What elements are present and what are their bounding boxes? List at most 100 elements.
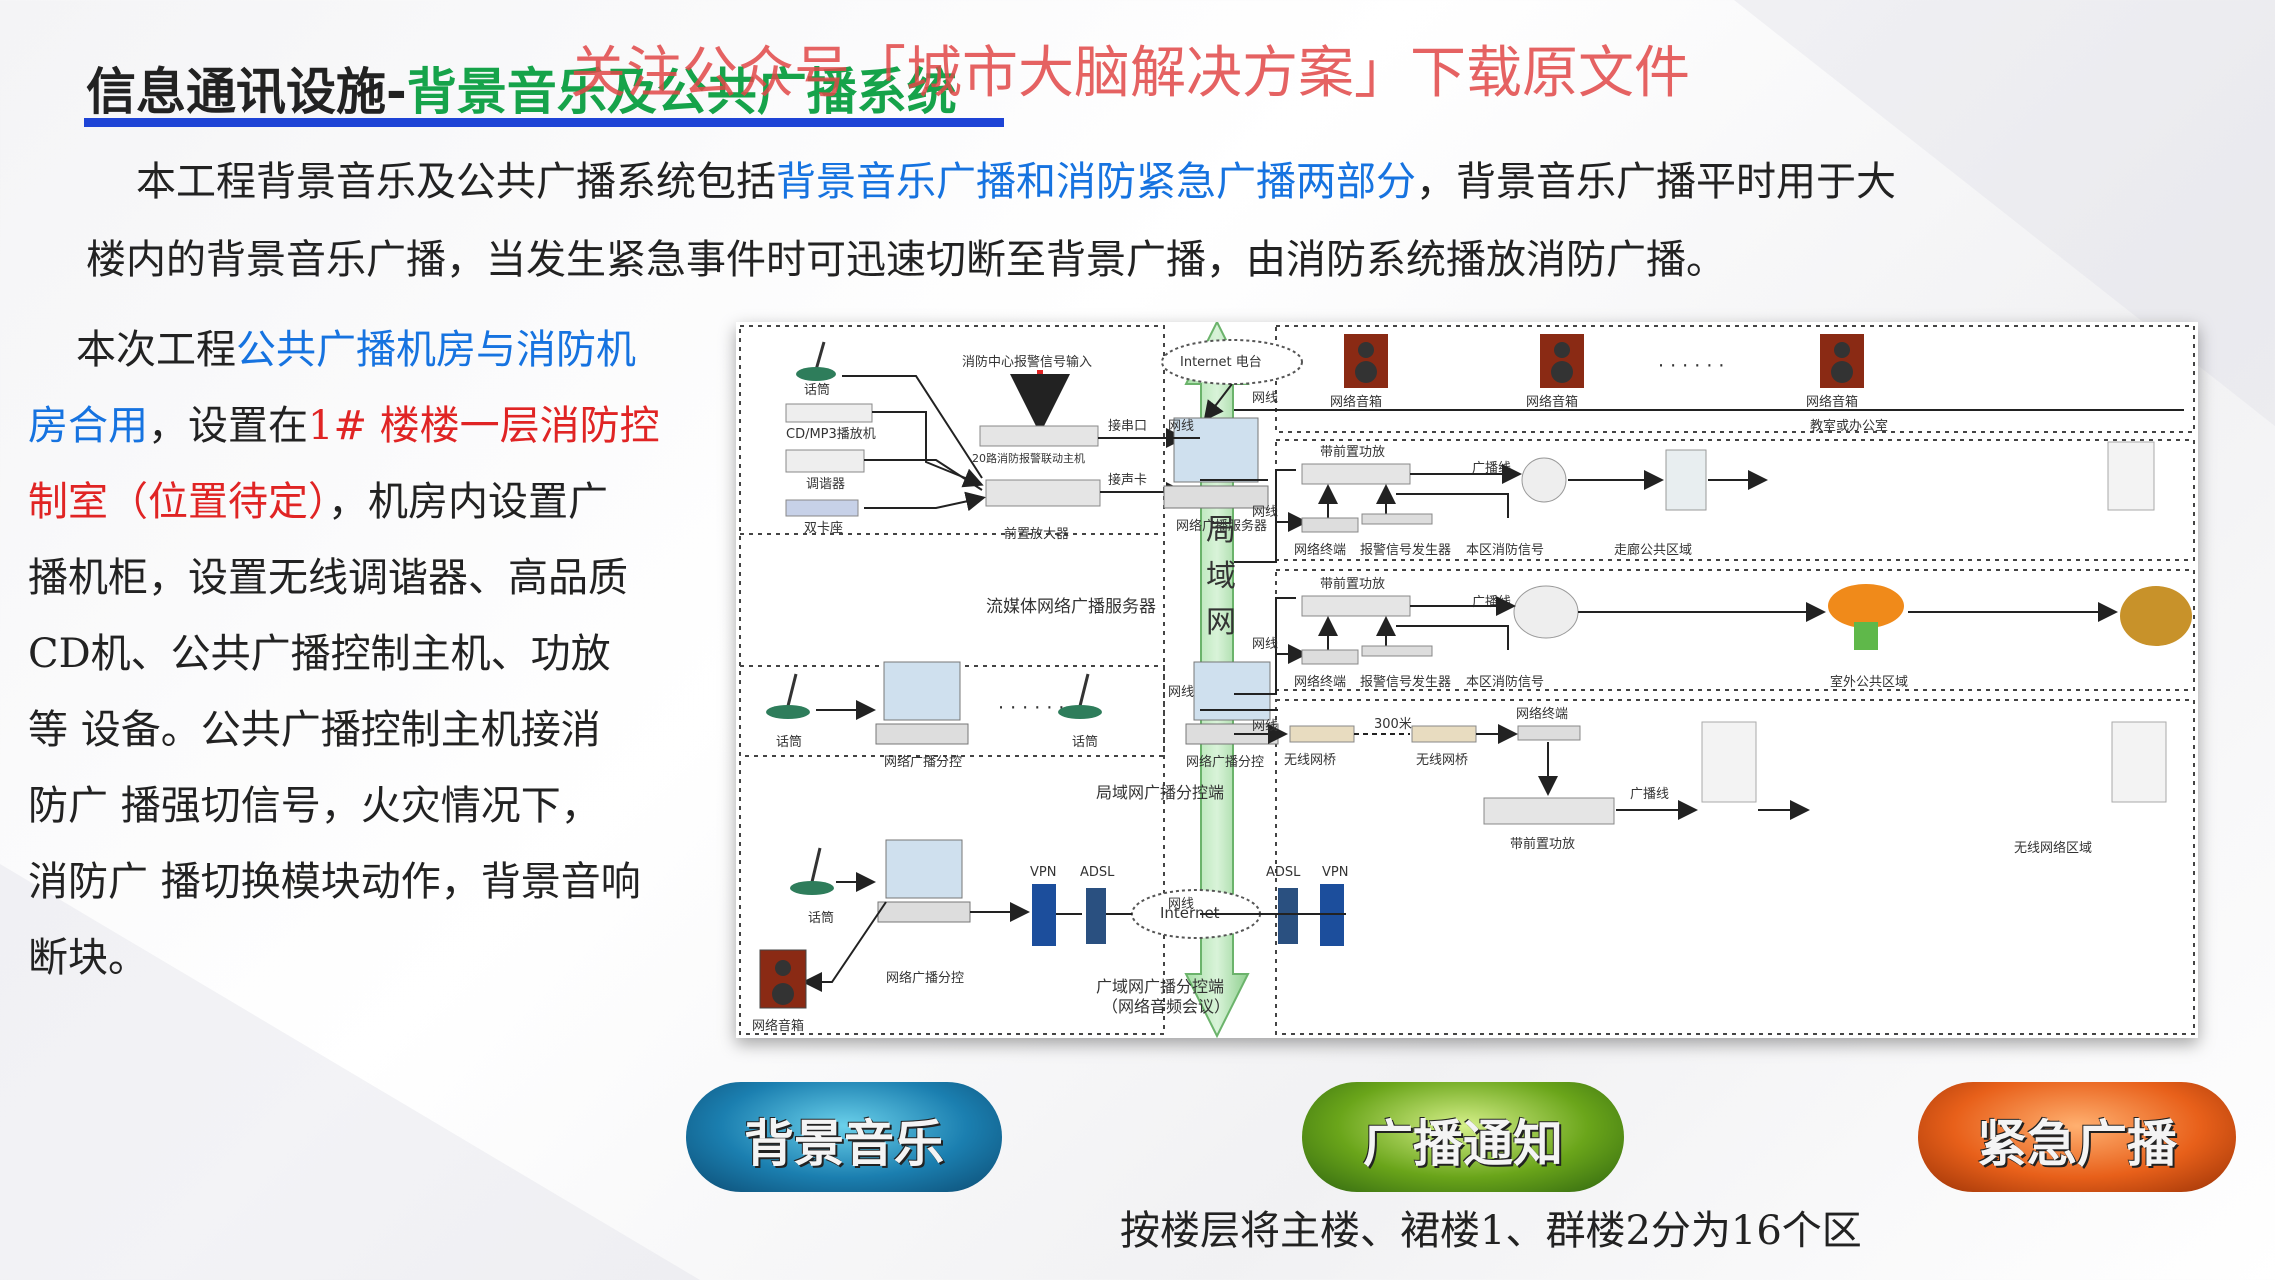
horn-speaker-icon — [1513, 585, 1579, 639]
server-computer-icon — [1163, 417, 1269, 509]
system-diagram: 局 域 网 话筒 CD/MP3播放机 调谐器 双卡座 消防中心报警信号输入 20… — [736, 319, 2198, 1039]
label-alarm-host: 20路消防报警联动主机 — [972, 451, 1085, 465]
label-corridor: 走廊公共区域 — [1614, 542, 1692, 558]
label-internet: Internet — [1160, 904, 1220, 922]
mic-icon — [1058, 673, 1102, 719]
label-broadcast-line: 广播线 — [1472, 595, 1511, 610]
label-adsl: ADSL — [1080, 865, 1115, 880]
label-vpn: VPN — [1030, 865, 1056, 880]
label-wireless-area: 无线网络区域 — [2014, 840, 2092, 856]
amplifier-icon — [1301, 595, 1411, 617]
mic-icon — [790, 847, 834, 895]
label-adsl: ADSL — [1266, 865, 1301, 880]
alarm-host-icon — [979, 425, 1099, 447]
label-mic: 话筒 — [804, 382, 830, 398]
label-net-speaker: 网络音箱 — [752, 1018, 804, 1034]
amplifier-icon — [1301, 463, 1411, 485]
network-terminal-icon — [1301, 649, 1359, 665]
title-prefix: 信息通讯设施- — [86, 63, 407, 121]
computer-icon — [875, 661, 969, 745]
label-net-sub: 网络广播分控 — [1186, 754, 1264, 770]
badge-broadcast-notice[interactable]: 广播通知 — [1302, 1082, 1624, 1192]
text: ，设置在 — [148, 403, 308, 449]
label-preamp: 前置放大器 — [1004, 526, 1069, 542]
cassette-icon — [785, 499, 859, 517]
highlight-text: 房合用 — [28, 403, 148, 449]
label-alarm-gen: 报警信号发生器 — [1360, 542, 1451, 558]
left-network-lines — [1114, 437, 1346, 915]
preamp-icon — [985, 479, 1101, 507]
label-mic: 话筒 — [1072, 734, 1098, 750]
intro-line-1: 本工程背景音乐及公共广播系统包括背景音乐广播和消防紧急广播两部分，背景音乐广播平… — [136, 144, 1896, 220]
mic-icon — [796, 341, 836, 381]
badge-label: 背景音乐 — [744, 1114, 944, 1173]
text: CD机、公共广播控制主机、功放 — [28, 631, 611, 677]
page-title: 信息通讯设施-背景音乐及公共广播系统 — [86, 52, 957, 124]
outdoor-speaker-icon — [2111, 721, 2167, 803]
lan-char-2: 域 — [1206, 559, 1236, 594]
label-net-sub: 网络广播分控 — [886, 970, 964, 986]
label-net-speaker: 网络音箱 — [1330, 394, 1382, 410]
speaker-icon — [1344, 334, 1388, 388]
ceiling-speaker-icon — [1521, 457, 1567, 503]
label-net-sub: 网络广播分控 — [884, 754, 962, 770]
label-cd: CD/MP3播放机 — [786, 427, 876, 442]
location-text: 1# 楼楼一层消防控 — [308, 403, 660, 449]
zone-caption: 按楼层将主楼、裙楼1、群楼2分为16个区 — [1120, 1208, 1862, 1254]
intro-line-2: 楼内的背景音乐广播，当发生紧急事件时可迅速切断至背景广播，由消防系统播放消防广播… — [86, 237, 1726, 283]
mic-icon — [766, 673, 810, 719]
title-underline — [84, 118, 1004, 127]
label-terminal: 网络终端 — [1294, 674, 1346, 690]
label-server: 网络广播服务器 — [1176, 518, 1267, 534]
label-network-line: 网线 — [1252, 637, 1278, 652]
title-highlight: 背景音乐及公共广播系统 — [406, 63, 957, 121]
label-serial: 接串口 — [1108, 418, 1147, 434]
badge-label: 紧急广播 — [1977, 1114, 2177, 1173]
text: 消防广 播切换模块动作，背景音响 — [28, 859, 641, 905]
alarm-generator-icon — [1361, 645, 1433, 657]
alarm-generator-icon — [1361, 513, 1433, 525]
label-soundcard: 接声卡 — [1108, 472, 1147, 488]
wireless-wires — [1354, 724, 1810, 820]
badge-emergency-broadcast[interactable]: 紧急广播 — [1918, 1082, 2236, 1192]
label-internet-radio: Internet 电台 — [1180, 355, 1262, 370]
label-network-line: 网线 — [1168, 685, 1194, 700]
diagram-svg: 局 域 网 话筒 CD/MP3播放机 调谐器 双卡座 消防中心报警信号输入 20… — [739, 319, 2195, 1039]
wireless-bridge-icon — [1411, 725, 1477, 743]
label-network-line: 网线 — [1252, 391, 1278, 406]
label-terminal: 网络终端 — [1516, 706, 1568, 722]
label-local-fire: 本区消防信号 — [1466, 674, 1544, 690]
label-alarm-gen: 报警信号发生器 — [1360, 674, 1451, 690]
watermark: 关注公众号「城市大脑解决方案」下载原文件 — [570, 41, 1690, 106]
label-mic: 话筒 — [776, 734, 802, 750]
badge-background-music[interactable]: 背景音乐 — [686, 1082, 1002, 1192]
cloud-icon — [1161, 339, 1303, 385]
label-wan-region-2: （网络音频会议） — [1102, 997, 1230, 1016]
intro-text: 本工程背景音乐及公共广播系统包括 — [136, 159, 776, 205]
adsl-modem-icon — [1086, 888, 1106, 944]
network-terminal-icon — [1301, 517, 1359, 533]
radio-arrow — [1203, 383, 1233, 422]
location-text: 制室（位置待定） — [28, 479, 328, 525]
label-stream-region: 流媒体网络广播服务器 — [986, 597, 1156, 617]
right-network-lines — [1234, 409, 2184, 744]
label-net-speaker: 网络音箱 — [1526, 394, 1578, 410]
intro-text: ，背景音乐广播平时用于大 — [1416, 159, 1896, 205]
label-local-fire: 本区消防信号 — [1466, 542, 1544, 558]
outdoor-speaker-icon — [1701, 721, 1757, 803]
text: 播机柜，设置无线调谐器、高品质 — [28, 555, 628, 601]
text: 断块。 — [28, 935, 148, 981]
label-lan-region: 局域网广播分控端 — [1096, 783, 1224, 802]
label-network-line: 网线 — [1168, 897, 1194, 912]
badge-label: 广播通知 — [1363, 1114, 1563, 1173]
left-description: 本次工程公共广播机房与消防机 房合用，设置在1# 楼楼一层消防控 制室（位置待定… — [28, 312, 708, 996]
label-mic: 话筒 — [808, 910, 834, 926]
network-terminal-icon — [1517, 725, 1581, 741]
computer-icon — [877, 839, 971, 923]
wireless-bridge-icon — [1289, 725, 1355, 743]
label-wireless-bridge: 无线网桥 — [1416, 753, 1468, 768]
cd-player-icon — [785, 403, 873, 423]
mushroom-speaker-icon — [1828, 584, 1904, 628]
lan-char-1: 局 — [1206, 513, 1236, 548]
label-tuner: 调谐器 — [806, 477, 845, 492]
